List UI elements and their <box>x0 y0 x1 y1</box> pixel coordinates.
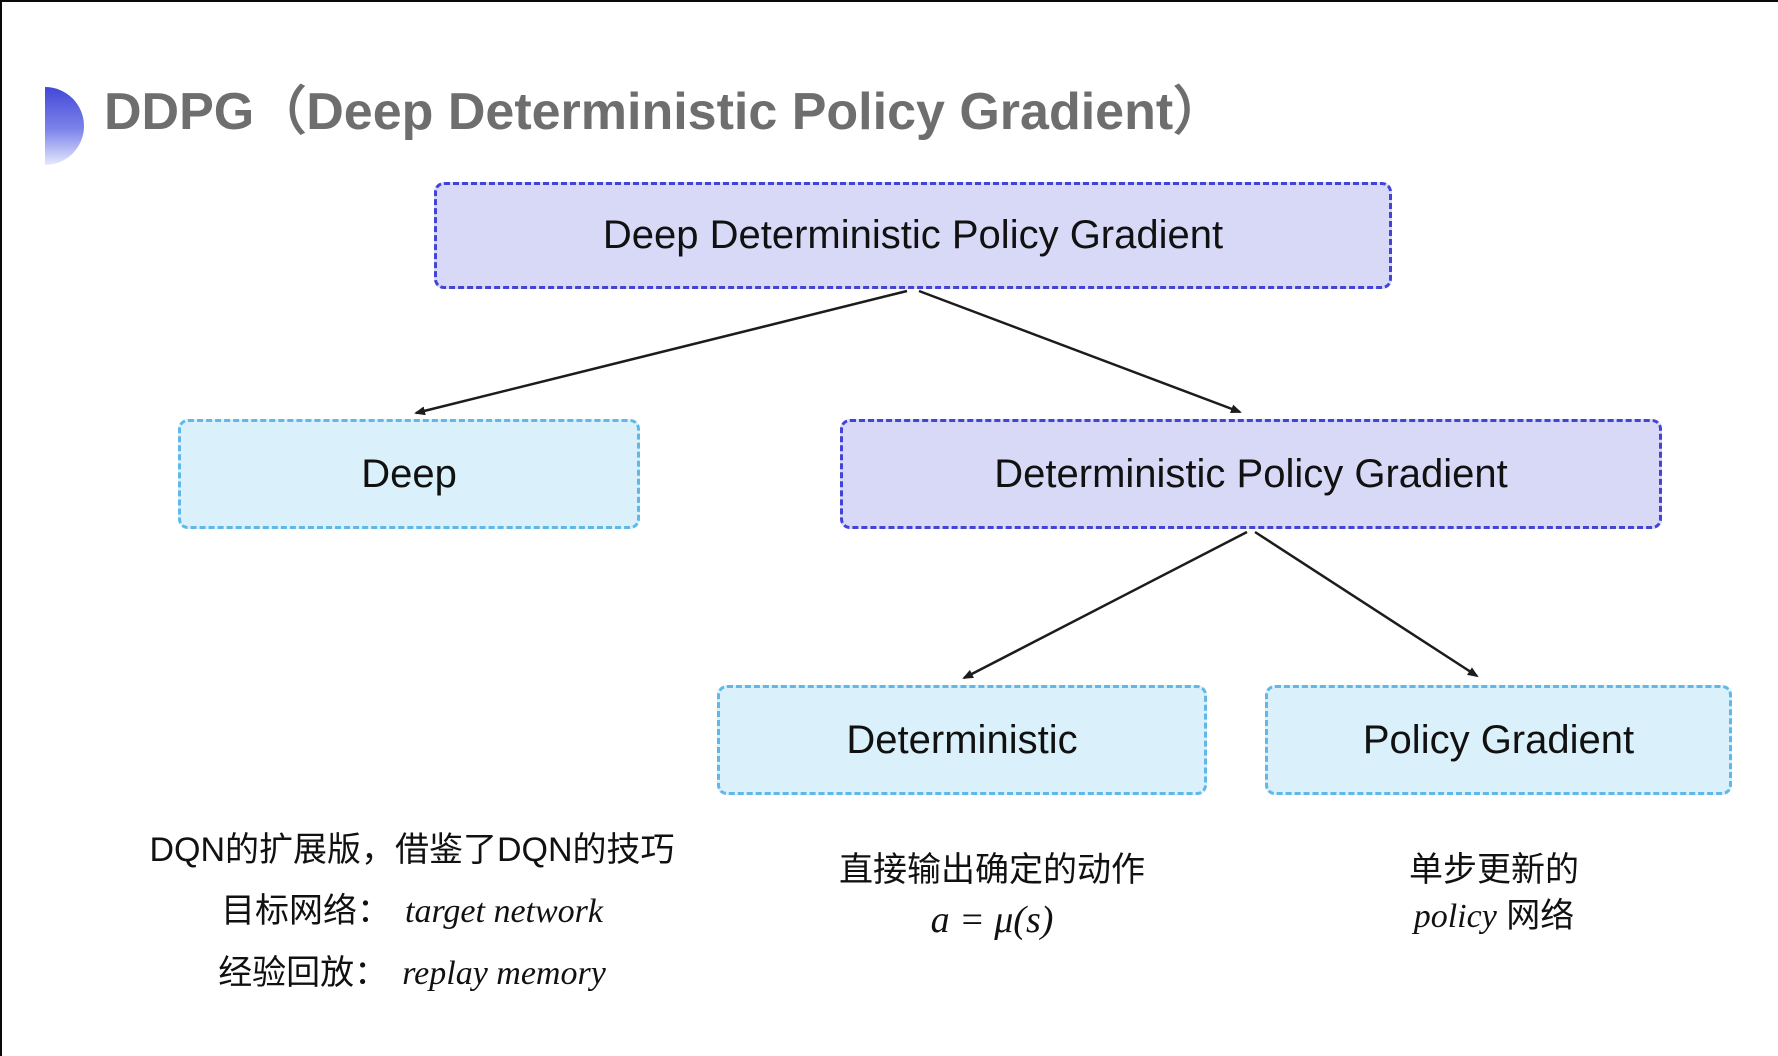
annotation-deep: DQN的扩展版，借鉴了DQN的技巧 目标网络： target network 经验… <box>122 828 702 996</box>
title-bullet-icon <box>45 87 84 165</box>
annotation-deterministic-formula: a = μ(s) <box>930 899 1054 941</box>
node-deterministic: Deterministic <box>717 685 1207 795</box>
node-dpg-label: Deterministic Policy Gradient <box>994 451 1508 496</box>
arrow-root-to-deep <box>414 289 908 416</box>
node-policy-gradient-label: Policy Gradient <box>1362 717 1635 762</box>
node-deep-label: Deep <box>361 451 457 496</box>
node-policy-gradient: Policy Gradient <box>1265 685 1732 795</box>
annotation-deep-line3: 经验回放： replay memory <box>218 951 606 996</box>
arrow-dpg-to-policy-gradient <box>1254 530 1479 678</box>
arrow-dpg-to-deterministic <box>962 530 1248 680</box>
node-root-label: Deep Deterministic Policy Gradient <box>602 213 1224 257</box>
annotation-deep-line1: DQN的扩展版，借鉴了DQN的技巧 <box>149 831 675 869</box>
annotation-deterministic: 直接输出确定的动作 a = μ(s) <box>742 848 1242 942</box>
policy-suffix: 网络 <box>1496 897 1575 935</box>
target-network-term: target network <box>405 893 603 930</box>
arrow-root-to-dpg <box>918 289 1242 414</box>
page-title: DDPG（Deep Deterministic Policy Gradient） <box>104 83 1226 141</box>
node-root-ddpg: Deep Deterministic Policy Gradient <box>434 182 1392 289</box>
target-network-label: 目标网络： <box>221 892 391 930</box>
node-deterministic-policy-gradient: Deterministic Policy Gradient <box>840 419 1662 529</box>
policy-term: policy <box>1413 898 1497 935</box>
annotation-pg-line1: 单步更新的 <box>1409 851 1579 889</box>
annotation-pg-line2: policy 网络 <box>1414 894 1575 939</box>
annotation-deterministic-line1: 直接输出确定的动作 <box>839 851 1145 889</box>
annotation-deep-line2: 目标网络： target network <box>221 889 603 934</box>
annotation-policy-gradient: 单步更新的 policy 网络 <box>1244 848 1744 939</box>
node-deterministic-label: Deterministic <box>846 717 1078 762</box>
replay-memory-term: replay memory <box>402 955 606 992</box>
node-deep: Deep <box>178 419 640 529</box>
replay-memory-label: 经验回放： <box>218 954 389 992</box>
